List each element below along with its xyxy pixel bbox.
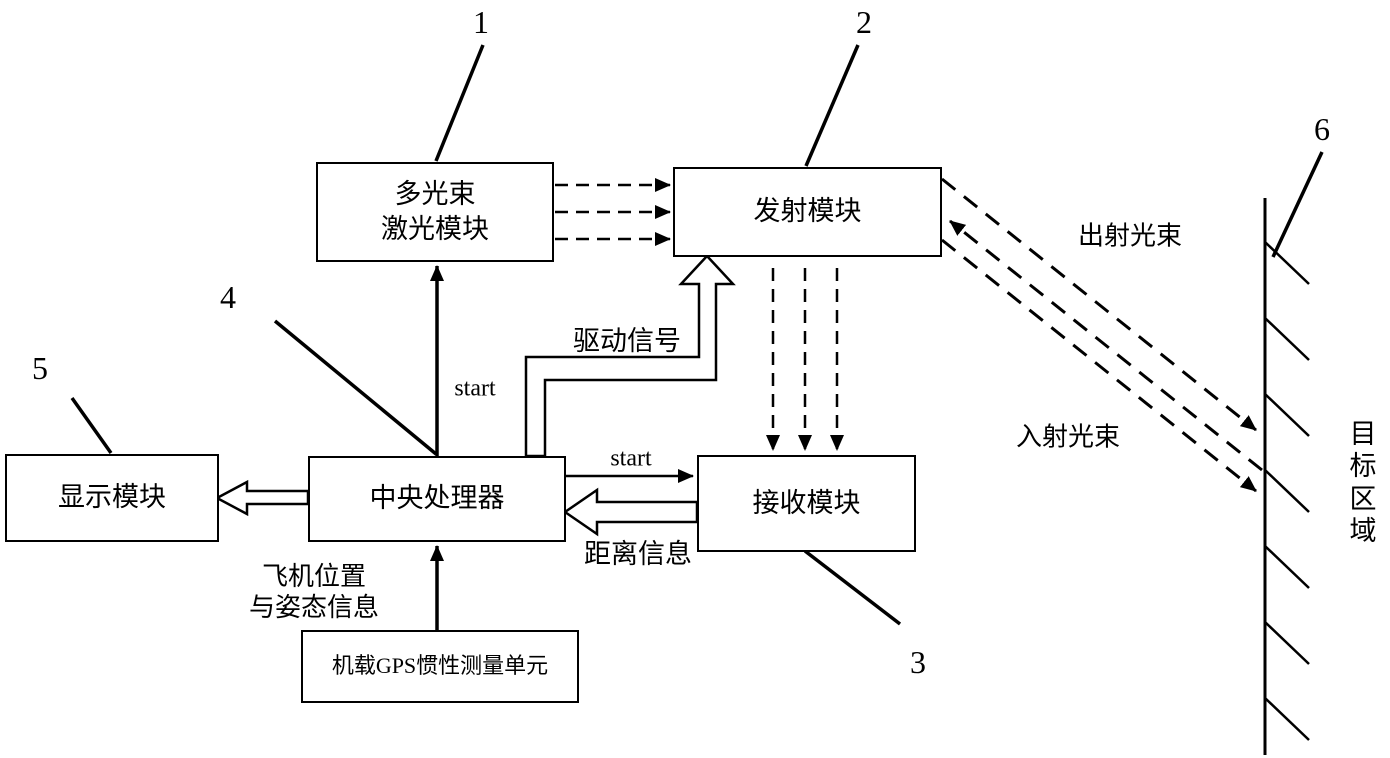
distance-info-arrow [562,487,699,537]
display-module-box: 显示模块 [5,454,219,542]
incident-beam-label: 入射光束 [1015,422,1121,452]
leader-line-1 [434,44,485,162]
gps-imu-box: 机载GPS惯性测量单元 [301,630,579,703]
outgoing-beam-1 [941,177,1257,432]
laser-module-box: 多光束 激光模块 [316,162,554,262]
target-area-label: 目标 区域 [1349,419,1377,547]
ref-number-5: 5 [32,349,48,386]
ref-number-3: 3 [910,643,926,680]
outgoing-beam-2 [941,238,1257,493]
drive-signal-label: 驱动信号 [573,325,681,356]
leader-line-6 [1271,151,1324,258]
leader-line-4 [273,319,438,456]
cpu-box: 中央处理器 [308,456,566,542]
return-beam [949,219,1263,472]
leader-line-3 [803,549,902,626]
distance-info-label: 距离信息 [584,538,692,569]
start-label-vertical: start [454,375,496,402]
exit-beam-label: 出射光束 [1077,221,1183,251]
drive-signal-arrow [524,254,736,458]
leader-line-5 [70,396,113,455]
laser-beams-to-transmitter [555,178,671,246]
start-label-horizontal: start [610,445,652,472]
received-beams-to-receiver [766,268,844,451]
receive-module-box: 接收模块 [697,455,916,552]
ref-number-1: 1 [473,3,489,40]
ref-number-4: 4 [220,278,236,315]
wall-hatch [1264,241,1310,741]
display-data-arrow [214,479,310,517]
aircraft-position-label: 飞机位置 与姿态信息 [248,561,380,622]
transmit-module-box: 发射模块 [673,167,942,257]
ref-number-6: 6 [1314,110,1330,147]
leader-line-2 [804,44,860,167]
ref-number-2: 2 [856,3,872,40]
